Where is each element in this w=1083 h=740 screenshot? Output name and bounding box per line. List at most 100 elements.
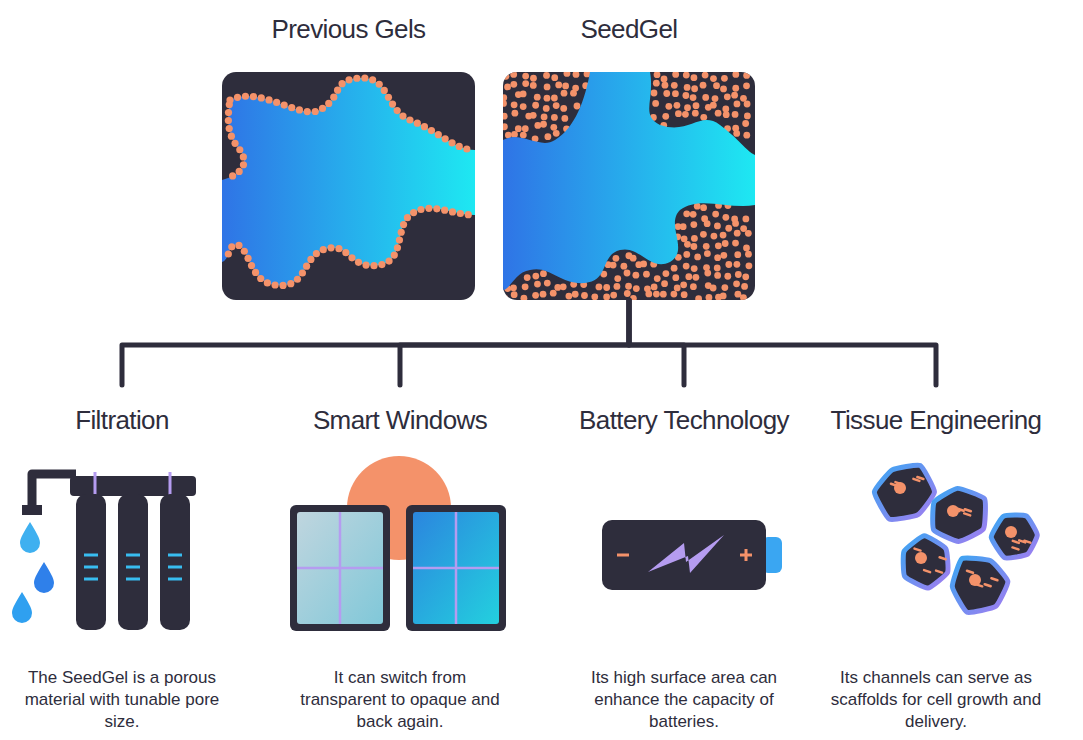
particle <box>457 210 464 217</box>
particle <box>378 261 385 268</box>
particle <box>625 283 632 290</box>
particle <box>591 293 598 300</box>
water-drop <box>12 592 32 623</box>
particle <box>720 252 727 259</box>
particle <box>745 251 752 258</box>
particle <box>522 80 529 87</box>
particle <box>652 100 659 107</box>
particle <box>544 133 551 140</box>
particle <box>651 283 658 290</box>
particle <box>743 244 750 251</box>
particle <box>741 283 748 290</box>
particle <box>671 265 678 272</box>
particle <box>226 101 233 108</box>
particle <box>745 230 752 237</box>
particle <box>695 295 702 300</box>
canister-mark <box>168 566 182 569</box>
particle <box>614 283 621 290</box>
particle <box>624 270 631 277</box>
particle <box>743 72 750 79</box>
particle <box>722 240 729 247</box>
particle <box>660 291 667 298</box>
particle <box>465 211 472 218</box>
opaque-pane <box>297 512 383 624</box>
organelle <box>976 584 982 586</box>
clear-pane <box>413 512 499 624</box>
cell <box>933 488 986 541</box>
particle <box>231 140 238 147</box>
particle <box>281 101 288 108</box>
particle <box>684 104 691 111</box>
node-description: Its channels can serve as scaffolds for … <box>829 667 1044 733</box>
particle <box>530 112 537 119</box>
organelle <box>936 571 942 573</box>
particle <box>734 230 741 237</box>
node-description: The SeedGel is a porous material with tu… <box>15 667 230 733</box>
particle <box>385 94 392 101</box>
particle <box>234 94 241 101</box>
filter-canister <box>160 494 190 630</box>
particle <box>370 262 377 269</box>
cell <box>991 515 1037 558</box>
particle <box>734 101 741 108</box>
particle <box>534 122 541 129</box>
particle <box>551 95 558 102</box>
node-heading: Filtration <box>75 405 169 436</box>
interface-particles <box>225 74 472 289</box>
particle <box>417 206 424 213</box>
cell <box>903 536 948 588</box>
particle <box>250 93 257 100</box>
particle <box>573 72 580 78</box>
particle <box>700 231 707 238</box>
window-frame <box>406 505 506 631</box>
node-description: It can switch from transparent to opaque… <box>293 667 508 733</box>
particle <box>703 243 710 250</box>
particle <box>715 242 722 249</box>
particle <box>710 102 717 109</box>
particle <box>288 104 295 111</box>
particle <box>614 275 621 282</box>
particle <box>733 130 740 137</box>
particle <box>544 83 551 90</box>
particle <box>743 132 750 139</box>
application-column: Tissue EngineeringIts channels can serve… <box>811 385 1061 733</box>
particle <box>303 263 310 270</box>
particle <box>746 262 753 269</box>
particle <box>400 221 407 228</box>
particle <box>662 82 669 89</box>
organelle <box>940 557 946 559</box>
organelle <box>967 571 973 573</box>
particle <box>620 263 627 270</box>
canister-mark <box>84 554 98 557</box>
particle <box>410 209 417 216</box>
canister-mark <box>168 554 182 557</box>
canister-mark <box>84 578 98 581</box>
particle <box>503 295 508 300</box>
particle <box>624 290 631 297</box>
particle <box>671 82 678 89</box>
particle <box>732 72 739 78</box>
particle <box>630 255 637 262</box>
particle <box>723 111 730 118</box>
filter-canister <box>118 494 148 630</box>
particle <box>662 113 669 120</box>
lightning-bolt <box>648 535 724 573</box>
particle <box>287 280 294 287</box>
particle <box>570 90 577 97</box>
particle <box>240 153 247 160</box>
particle <box>561 90 568 97</box>
particle <box>389 101 396 108</box>
particle <box>692 274 699 281</box>
particle <box>540 291 547 298</box>
particle <box>733 280 740 287</box>
organelle <box>991 578 997 580</box>
organelle <box>1012 547 1018 549</box>
particle <box>264 279 271 286</box>
particle <box>296 106 303 113</box>
particle <box>265 96 272 103</box>
particle <box>225 250 232 257</box>
particle <box>229 172 236 179</box>
particle <box>503 73 509 80</box>
